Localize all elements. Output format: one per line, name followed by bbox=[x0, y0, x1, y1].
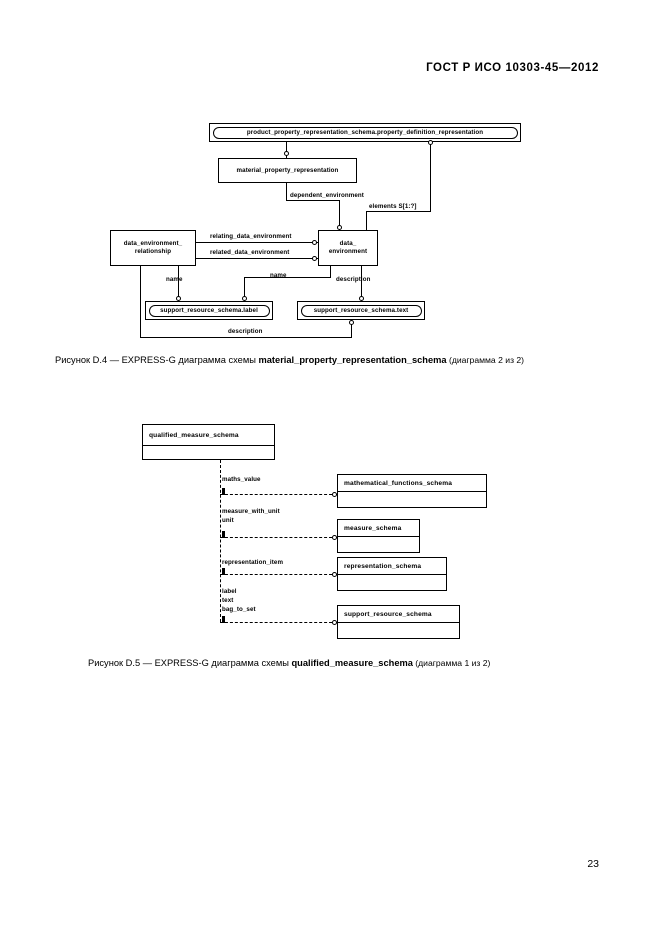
edge-endpoint-circle-maths-value bbox=[332, 491, 337, 497]
edge-dependent-horizontal bbox=[286, 200, 340, 202]
edge-endpoint-circle-description-bottom bbox=[349, 320, 354, 325]
edge-material-down bbox=[286, 183, 288, 201]
figure-d5-diagram: qualified_measure_schema maths_value mat… bbox=[142, 424, 487, 639]
figure-d4-caption-prefix: Рисунок D.4 — EXPRESS-G диаграмма схемы bbox=[55, 355, 259, 365]
edge-elements-down-to-de bbox=[366, 211, 368, 230]
node-data-environment-relationship-label-line1: data_environment_ bbox=[123, 240, 183, 248]
edge-endpoint-circle-relating bbox=[312, 239, 317, 245]
figure-d4-caption-schema: material_property_representation_schema bbox=[258, 355, 447, 365]
edge-endpoint-circle-measure bbox=[332, 534, 337, 540]
edge-endpoint-circle-representation-item bbox=[332, 571, 337, 577]
edge-endpoint-circle-dependent bbox=[337, 225, 342, 230]
figure-d5-caption-suffix: (диаграмма 1 из 2) bbox=[412, 658, 491, 668]
edge-label-representation-item: representation_item bbox=[222, 559, 284, 566]
node-data-environment-relationship-label-line2: relationship bbox=[134, 248, 172, 255]
figure-d4-caption: Рисунок D.4 — EXPRESS-G диаграмма схемы … bbox=[55, 355, 524, 365]
edge-label-name-mid: name bbox=[270, 272, 287, 279]
edge-label-description-right: description bbox=[336, 276, 371, 283]
node-support-resource-schema-title: support_resource_schema bbox=[338, 606, 459, 623]
node-mathematical-functions-schema: mathematical_functions_schema bbox=[337, 474, 487, 508]
node-measure-schema-title: measure_schema bbox=[338, 520, 419, 537]
node-representation-schema-body bbox=[338, 575, 446, 590]
edge-elements-from-topref bbox=[430, 142, 432, 212]
edge-label-name-left: name bbox=[166, 276, 183, 283]
edge-name-mid-down bbox=[330, 266, 332, 278]
edge-label-relating-data-environment: relating_data_environment bbox=[210, 233, 292, 240]
edge-support-resource-dashed bbox=[220, 622, 337, 623]
edge-label-text: text bbox=[222, 597, 234, 604]
node-representation-schema-title: representation_schema bbox=[338, 558, 446, 575]
edge-label-description-bottom: description bbox=[228, 328, 263, 335]
edge-endpoint-circle-name-mid bbox=[242, 296, 247, 301]
node-support-resource-schema-label: support_resource_schema.label bbox=[145, 301, 273, 320]
edge-related-data-environment bbox=[196, 258, 318, 260]
edge-dependent-down-to-de bbox=[339, 200, 341, 230]
node-support-resource-schema-text: support_resource_schema.text bbox=[297, 301, 425, 320]
node-mathematical-functions-schema-body bbox=[338, 492, 486, 507]
node-support-resource-schema-body bbox=[338, 623, 459, 638]
edge-measure-stub bbox=[222, 531, 225, 538]
node-mathematical-functions-schema-title: mathematical_functions_schema bbox=[338, 475, 486, 492]
edge-description-bottom-left-vertical bbox=[140, 266, 142, 338]
edge-label-bag-to-set: bag_to_set bbox=[222, 606, 256, 613]
node-material-property-representation: material_property_representation bbox=[218, 158, 357, 183]
edge-maths-value-dashed bbox=[220, 494, 337, 495]
node-measure-schema: measure_schema bbox=[337, 519, 420, 553]
node-product-property-representation-ref: product_property_representation_schema.p… bbox=[209, 123, 521, 142]
edge-label-related-data-environment: related_data_environment bbox=[210, 249, 290, 256]
edge-description-bottom-right-vertical bbox=[351, 322, 353, 338]
edge-label-maths-value: maths_value bbox=[222, 476, 261, 483]
node-support-resource-schema-text-text: support_resource_schema.text bbox=[300, 304, 422, 317]
node-material-property-representation-label: material_property_representation bbox=[236, 166, 339, 174]
edge-support-resource-stub bbox=[222, 616, 225, 623]
node-support-resource-schema: support_resource_schema bbox=[337, 605, 460, 639]
figure-d5-caption-schema: qualified_measure_schema bbox=[291, 658, 413, 668]
edge-label-elements: elements S[1:?] bbox=[369, 203, 417, 210]
node-measure-schema-body bbox=[338, 537, 419, 552]
document-header: ГОСТ Р ИСО 10303-45—2012 bbox=[426, 62, 599, 74]
node-data-environment-label-line1: data_ bbox=[339, 240, 357, 248]
edge-name-mid-vertical bbox=[244, 277, 246, 300]
edge-representation-item-dashed bbox=[220, 574, 337, 575]
edge-description-right-vertical bbox=[361, 266, 363, 300]
edge-topref-to-material bbox=[286, 142, 288, 158]
node-product-property-representation-ref-label: product_property_representation_schema.p… bbox=[212, 126, 518, 139]
edge-maths-value-stub bbox=[222, 488, 225, 495]
edge-label-measure-with-unit: measure_with_unit bbox=[222, 508, 280, 515]
figure-d4-caption-suffix: (диаграмма 2 из 2) bbox=[446, 355, 525, 365]
node-data-environment-relationship: data_environment_ relationship bbox=[110, 230, 196, 266]
edge-endpoint-circle-material bbox=[284, 151, 289, 156]
edge-label-label: label bbox=[222, 588, 237, 595]
figure-d5-caption-prefix: Рисунок D.5 — EXPRESS-G диаграмма схемы bbox=[88, 658, 292, 668]
node-data-environment-label-line2: environment bbox=[328, 248, 368, 255]
trunk-dashed-vertical bbox=[220, 460, 221, 622]
edge-name-left-vertical bbox=[178, 266, 180, 300]
figure-d4-diagram: product_property_representation_schema.p… bbox=[0, 0, 661, 345]
node-qualified-measure-schema-body bbox=[143, 446, 274, 459]
edge-endpoint-circle-name-left bbox=[176, 296, 181, 301]
edge-label-dependent-environment: dependent_environment bbox=[290, 192, 364, 199]
edge-representation-item-stub bbox=[222, 568, 225, 575]
edge-elements-horizontal bbox=[366, 211, 431, 213]
page-number: 23 bbox=[587, 858, 599, 870]
node-representation-schema: representation_schema bbox=[337, 557, 447, 591]
edge-endpoint-circle-elements-top bbox=[428, 140, 433, 145]
edge-label-unit: unit bbox=[222, 517, 234, 524]
figure-d5-caption: Рисунок D.5 — EXPRESS-G диаграмма схемы … bbox=[88, 658, 490, 668]
node-support-resource-schema-label-text: support_resource_schema.label bbox=[148, 304, 270, 317]
edge-measure-dashed bbox=[220, 537, 337, 538]
edge-endpoint-circle-related bbox=[312, 255, 317, 261]
node-qualified-measure-schema-title: qualified_measure_schema bbox=[143, 425, 274, 446]
edge-endpoint-circle-support-resource bbox=[332, 619, 337, 625]
node-qualified-measure-schema: qualified_measure_schema bbox=[142, 424, 275, 460]
edge-name-mid-horizontal bbox=[244, 277, 331, 279]
edge-description-bottom-horizontal bbox=[140, 337, 352, 339]
edge-endpoint-circle-description-right bbox=[359, 296, 364, 301]
node-data-environment: data_ environment bbox=[318, 230, 378, 266]
edge-relating-data-environment bbox=[196, 242, 318, 244]
